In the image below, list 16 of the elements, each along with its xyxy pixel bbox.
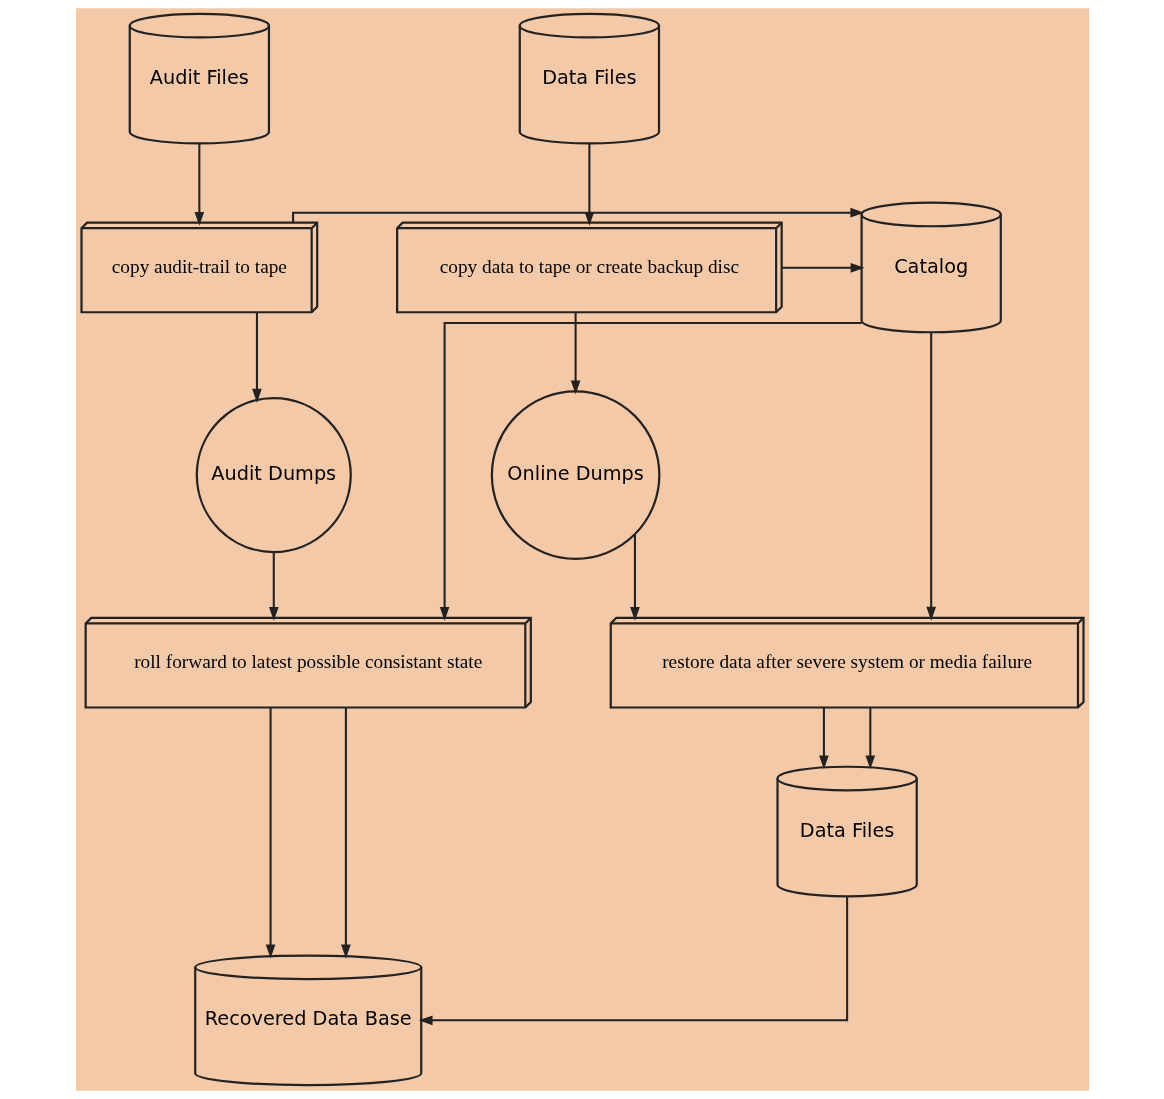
node-circle: Online Dumps xyxy=(490,390,660,560)
node-circle: Audit Dumps xyxy=(195,397,352,554)
arrow xyxy=(865,707,875,770)
arrow xyxy=(925,332,936,621)
arrow xyxy=(629,533,640,621)
arrow xyxy=(340,707,351,959)
arrow xyxy=(418,896,848,1026)
arrow xyxy=(818,707,829,770)
arrow xyxy=(268,552,279,621)
arrow xyxy=(265,707,275,959)
arrow xyxy=(570,312,580,395)
arrow xyxy=(251,312,262,403)
arrow xyxy=(781,263,864,273)
arrow xyxy=(194,143,204,226)
arrow xyxy=(291,207,864,223)
arrow xyxy=(439,321,861,621)
